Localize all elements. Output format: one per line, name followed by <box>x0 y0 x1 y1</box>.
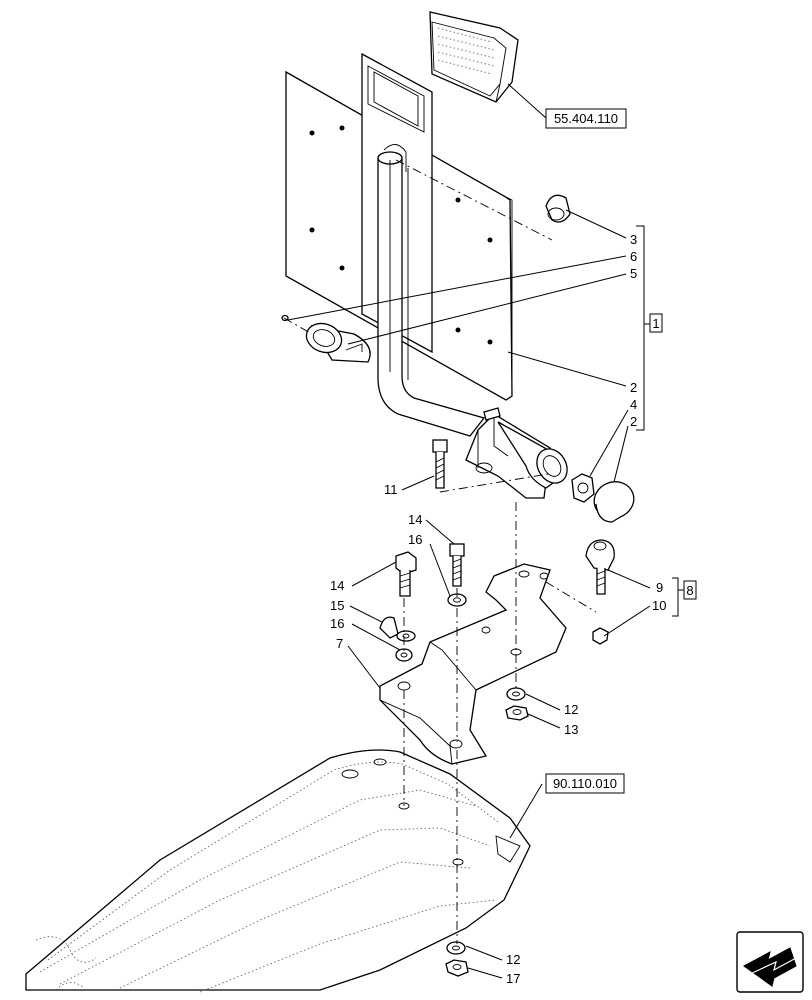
washer-12-lower <box>446 941 466 955</box>
ref-bottom-text: 90.110.010 <box>553 776 617 791</box>
clip-15 <box>379 616 416 642</box>
fender-ref-leader <box>509 783 543 839</box>
cover-2 <box>593 481 635 523</box>
callout-2-lower: 2 <box>630 414 637 429</box>
group-bracket-1: 1 <box>636 225 663 431</box>
callout-6: 6 <box>630 249 637 264</box>
callout-11: 11 <box>384 482 398 497</box>
callout-3: 3 <box>630 232 637 247</box>
callout-9: 9 <box>656 580 663 595</box>
callout-15: 15 <box>330 598 344 613</box>
ref-top-text: 55.404.110 <box>554 111 618 126</box>
callout-13: 13 <box>564 722 578 737</box>
nut-17 <box>445 959 469 977</box>
group-1-label: 1 <box>652 316 659 331</box>
centerlines <box>283 159 597 944</box>
callout-17: 17 <box>506 971 520 986</box>
rubber-stop-9 <box>585 539 615 595</box>
group-bracket-8: 8 <box>672 577 697 617</box>
lower-bracket <box>379 563 567 765</box>
group-8-label: 8 <box>686 583 693 598</box>
lamp-ref-leader <box>507 83 547 119</box>
leader-lines <box>287 209 651 979</box>
ref-box-top <box>545 108 627 129</box>
washer-12-upper <box>506 687 526 701</box>
ref-box-bottom <box>545 773 625 794</box>
callout-5: 5 <box>630 266 637 281</box>
next-page-arrow-icon[interactable] <box>736 931 804 993</box>
cap <box>545 194 571 223</box>
callouts: 3 6 5 2 4 2 11 14 16 14 15 16 7 9 10 12 … <box>330 232 666 986</box>
bolt-11 <box>432 439 448 489</box>
nut-4 <box>571 473 595 503</box>
bolt-14-left <box>395 551 417 597</box>
nut-10 <box>592 627 609 645</box>
fender <box>25 749 531 993</box>
callout-16-upper: 16 <box>408 532 422 547</box>
sleeve <box>305 322 371 363</box>
callout-14-lower: 14 <box>330 578 344 593</box>
callout-12-lower: 12 <box>506 952 520 967</box>
callout-16-lower: 16 <box>330 616 344 631</box>
nut-13 <box>505 705 529 721</box>
pole <box>377 144 486 437</box>
bolt-14-right <box>449 543 465 587</box>
callout-7: 7 <box>336 636 343 651</box>
callout-14-upper: 14 <box>408 512 422 527</box>
callout-12-upper: 12 <box>564 702 578 717</box>
callout-10: 10 <box>652 598 666 613</box>
callout-4: 4 <box>630 397 637 412</box>
callout-2-upper: 2 <box>630 380 637 395</box>
work-lamp <box>429 11 519 103</box>
